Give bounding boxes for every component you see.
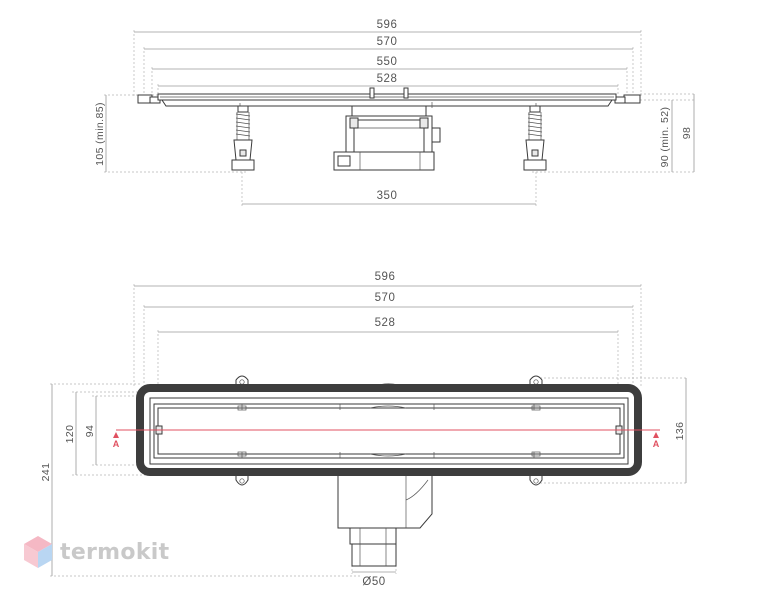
top-dim-120: 120: [64, 425, 76, 444]
side-dim-596: 596: [377, 19, 398, 31]
top-dim-570: 570: [375, 292, 396, 304]
brand-cube-icon: [24, 536, 52, 568]
brand-name: termokit: [60, 539, 170, 565]
top-extension-lines: [50, 284, 688, 577]
top-dim-outlet: Ø50: [362, 576, 385, 588]
section-line-a: [113, 429, 660, 438]
section-mark-right: A: [653, 439, 660, 449]
section-mark-left: A: [113, 439, 120, 449]
top-dim-136: 136: [674, 422, 686, 441]
side-siphon: [333, 105, 441, 171]
side-dim-528: 528: [377, 73, 398, 85]
side-right-foot: [523, 105, 547, 171]
top-view: 596 570 528 Ø50 241 120 94 136: [40, 271, 688, 588]
side-drain-body: [137, 87, 641, 112]
top-dimension-lines: [51, 285, 687, 576]
side-dim-left-height: 105 (min.85): [94, 102, 106, 166]
side-dim-right-total: 98: [681, 127, 693, 139]
side-dim-350: 350: [377, 190, 398, 202]
side-dimension-lines: [105, 31, 695, 205]
top-dim-528: 528: [375, 317, 396, 329]
side-dim-570: 570: [377, 36, 398, 48]
top-channel: [149, 397, 629, 465]
top-dim-241: 241: [40, 463, 52, 482]
top-dim-596: 596: [375, 271, 396, 283]
side-left-foot: [231, 105, 255, 171]
side-dim-550: 550: [377, 56, 398, 68]
top-dim-94: 94: [84, 425, 96, 437]
side-dim-right-height: 90 (min. 52): [659, 107, 671, 168]
brand-logo: termokit: [22, 532, 169, 572]
side-view: 596 570 550 528 350 105 (min.85) 90 (min…: [94, 19, 696, 206]
